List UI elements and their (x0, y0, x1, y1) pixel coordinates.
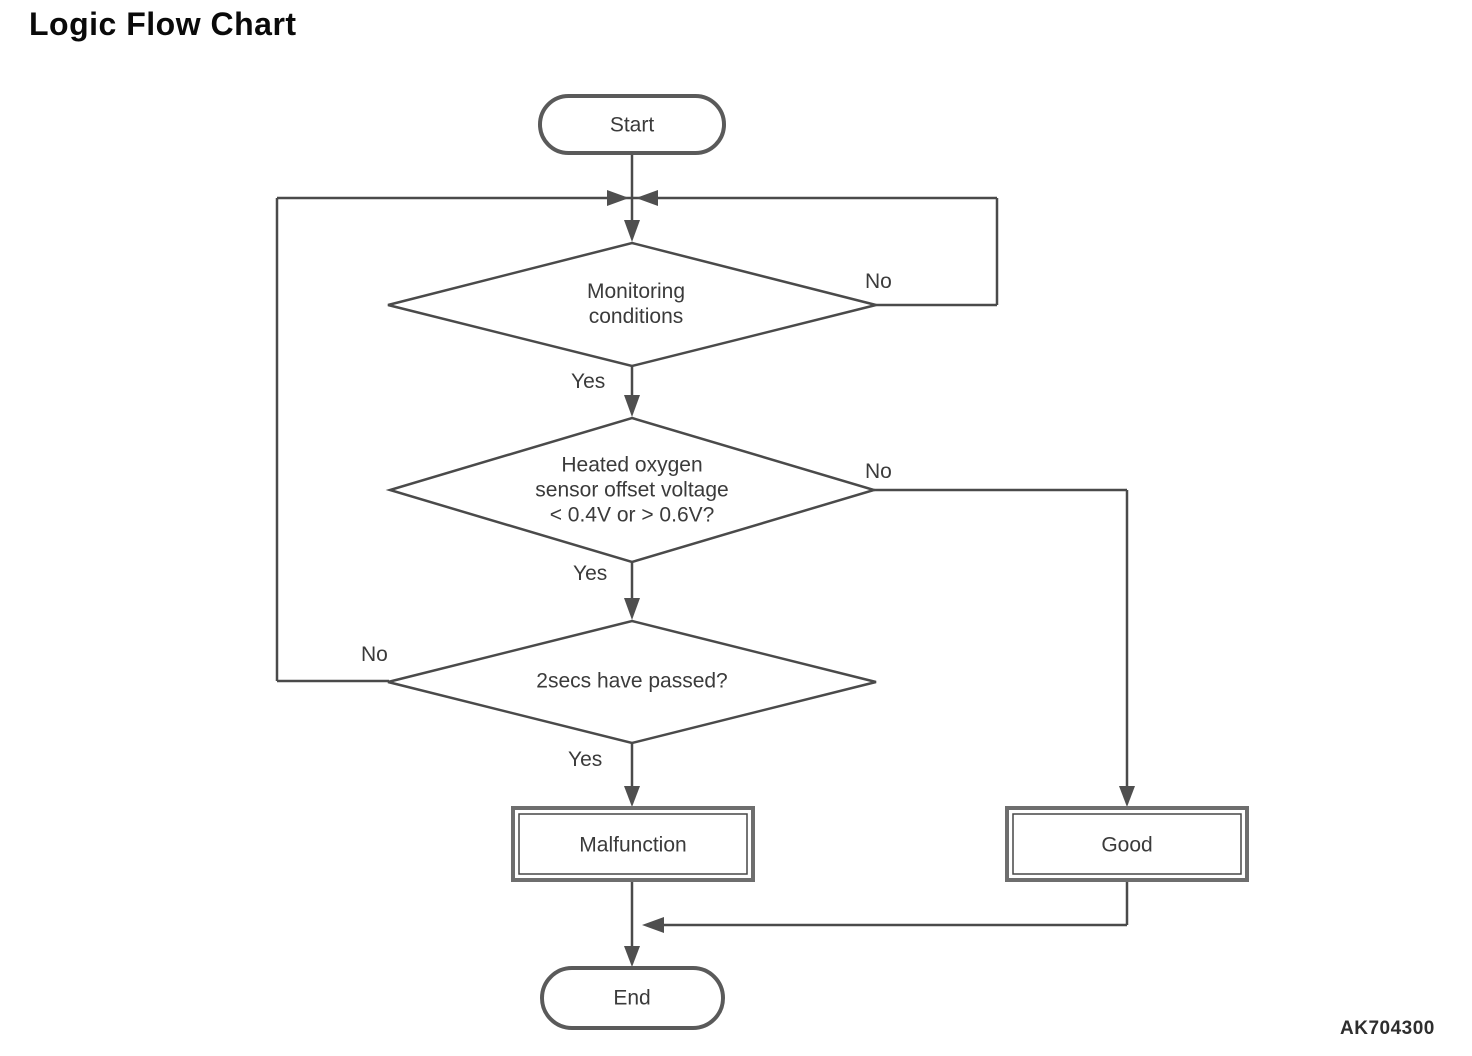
timer-decision-shape (387, 619, 877, 745)
good-box-inner (1012, 813, 1242, 875)
sensor-no-label: No (865, 460, 892, 483)
arrow-into-malfunction-icon (624, 786, 640, 807)
end-terminal-shape (540, 966, 725, 1030)
arrow-into-timer-icon (624, 598, 640, 620)
malfunction-box-outer (511, 806, 755, 882)
monitoring-decision-shape (387, 241, 877, 368)
timer-yes-label: Yes (568, 748, 603, 771)
timer-no-label: No (361, 643, 388, 666)
malfunction-box-inner (518, 813, 748, 875)
arrowheads (607, 190, 1135, 967)
page-title: Logic Flow Chart (29, 6, 297, 42)
arrow-merge-right-icon (607, 190, 629, 206)
sensor-decision-shape (385, 416, 879, 564)
edge-timer-no-loop (275, 198, 389, 683)
good-box-outer (1005, 806, 1249, 882)
arrow-into-end-icon (624, 946, 640, 967)
arrow-into-good-icon (1119, 786, 1135, 807)
start-label: Start (609, 113, 655, 137)
arrow-merge-left-icon (636, 190, 658, 206)
edge-monitoring-no-loop (876, 198, 999, 307)
timer-label: 2secs have passed? (536, 669, 728, 693)
arrow-into-sensor-icon (624, 395, 640, 417)
connector-lines (275, 153, 1129, 950)
figure-code: AK704300 (1340, 1018, 1435, 1039)
end-label: End (613, 986, 651, 1010)
malfunction-label: Malfunction (579, 833, 687, 857)
monitoring-no-label: No (865, 270, 892, 293)
edge-good-to-merge (660, 880, 1129, 927)
sensor-offset-label: Heated oxygen sensor offset voltage < 0.… (535, 453, 729, 527)
start-terminal-shape (538, 94, 726, 155)
arrow-into-monitoring-icon (624, 220, 640, 242)
arrow-bottom-merge-icon (642, 917, 664, 933)
good-label: Good (1101, 833, 1153, 857)
monitoring-yes-label: Yes (571, 370, 606, 393)
monitoring-label: Monitoring conditions (586, 280, 686, 328)
sensor-yes-label: Yes (573, 562, 608, 585)
edge-sensor-no-to-good (874, 488, 1129, 790)
